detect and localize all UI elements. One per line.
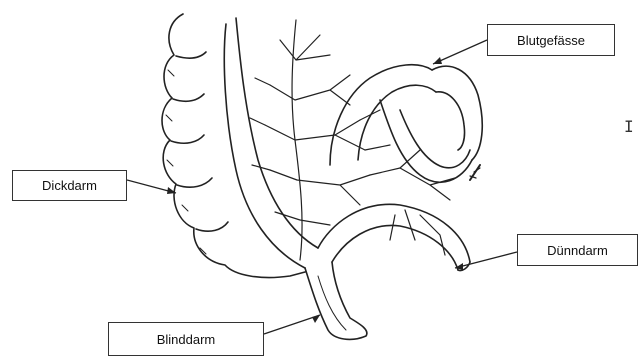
label-blutgefaesse: Blutgefässe [487,24,615,56]
appendix-outline [305,262,367,339]
leader-blinddarm [264,315,320,334]
small-intestine-outline [318,204,470,262]
colon-outline [162,14,305,278]
leader-duenndarm [455,252,517,268]
colon-right-wall [236,18,318,248]
leader-blutgefaesse [433,40,487,64]
label-duenndarm: Dünndarm [517,234,638,266]
label-blinddarm: Blinddarm [108,322,264,356]
text-cursor-icon: I [624,117,634,136]
label-dickdarm: Dickdarm [12,170,127,201]
